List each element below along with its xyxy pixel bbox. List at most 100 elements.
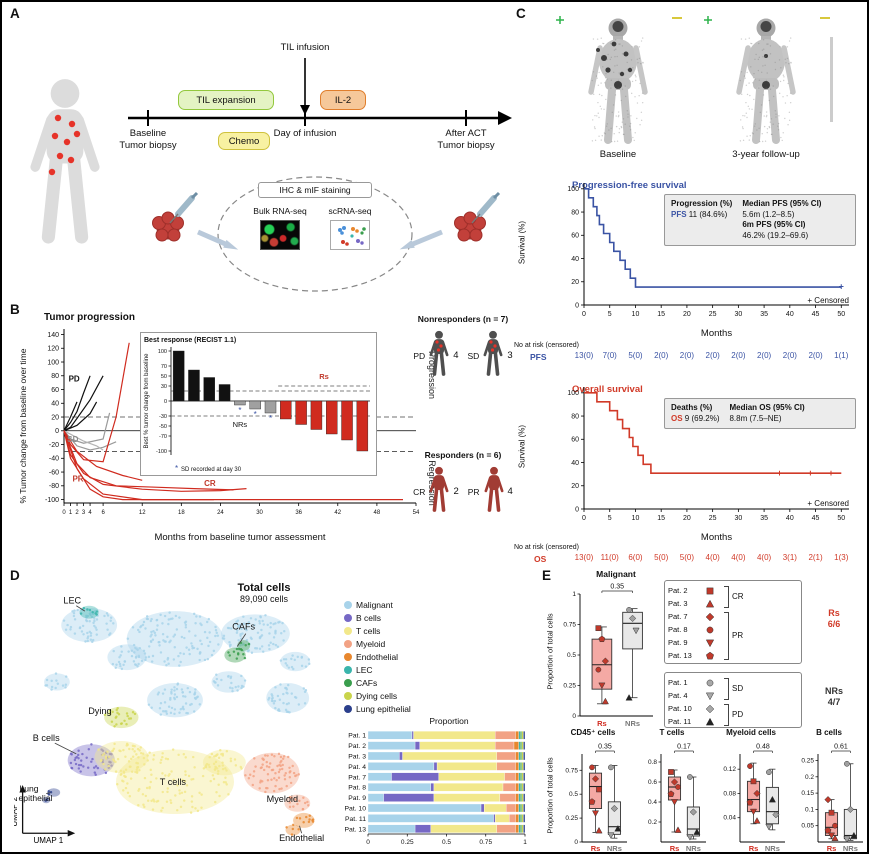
nonresponders-title: Nonresponders (n = 7) [417, 314, 509, 324]
response-group-label: PD [732, 710, 744, 719]
panel-c: C Baseline 3-year follow-up Progression-… [514, 6, 867, 568]
svg-text:0.5: 0.5 [567, 652, 576, 659]
svg-text:Pat. 10: Pat. 10 [344, 806, 366, 813]
panel-a-artwork [30, 58, 512, 292]
svg-text:0.8: 0.8 [648, 759, 657, 766]
svg-text:Pat. 1: Pat. 1 [348, 733, 366, 740]
umap-legend-item: T cells [344, 624, 411, 637]
pfs-row-tag: PFS [671, 209, 687, 219]
til-infusion-label: TIL infusion [280, 42, 330, 53]
svg-text:15: 15 [657, 311, 665, 318]
svg-text:20: 20 [683, 311, 691, 318]
pfs-median-header: Median PFS (95% CI) [742, 199, 822, 208]
cr-label: CR [413, 486, 426, 497]
svg-text:SD recorded at day 30: SD recorded at day 30 [181, 467, 242, 473]
at-risk-count: 2(0) [705, 351, 720, 360]
svg-text:48: 48 [374, 510, 381, 516]
tumor-progression-title: Tumor progression [44, 312, 135, 323]
svg-text:45: 45 [812, 311, 820, 318]
svg-text:0.35: 0.35 [610, 584, 624, 591]
svg-text:-70: -70 [159, 434, 167, 440]
pfs-progression-value: 11 (84.6%) [688, 209, 728, 219]
svg-text:40: 40 [786, 311, 794, 318]
rs-fraction: 6/6 [827, 619, 841, 629]
svg-text:0: 0 [574, 839, 578, 846]
umap-label-dying: Dying [88, 706, 111, 716]
svg-text:12: 12 [139, 510, 146, 516]
legend-color-dot [344, 639, 352, 648]
responder-icons: CR 2 PR 4 [412, 464, 514, 519]
svg-text:0.12: 0.12 [723, 766, 736, 773]
sd-count: 3 [507, 350, 513, 361]
svg-text:30: 30 [256, 510, 263, 516]
after-act-label: After ACT [445, 128, 487, 139]
svg-text:0.75: 0.75 [563, 622, 576, 629]
pet-baseline-caption: Baseline [599, 149, 637, 160]
til-expansion-box: TIL expansion [178, 90, 274, 110]
umap-label-lung-2: epithelial [19, 793, 53, 803]
panel-a-label: A [10, 6, 20, 21]
spider-ylabel: % Tumor change from baseline over time [18, 348, 28, 504]
svg-text:45: 45 [812, 515, 820, 522]
umap-label-bcells: B cells [33, 733, 60, 743]
pfs-row-label: PFS [530, 352, 547, 362]
svg-text:0.4: 0.4 [648, 799, 657, 806]
svg-text:50: 50 [837, 515, 845, 522]
responder-legend-box [664, 580, 802, 664]
svg-text:1: 1 [69, 510, 73, 516]
svg-text:60: 60 [571, 233, 579, 240]
patient-legend-row: Pat. 11 [668, 716, 715, 727]
svg-text:30: 30 [734, 515, 742, 522]
at-risk-count: 7(0) [602, 351, 617, 360]
svg-text:100: 100 [47, 359, 59, 366]
legend-bracket [724, 586, 729, 608]
svg-text:36: 36 [295, 510, 302, 516]
svg-text:CR: CR [204, 479, 216, 488]
svg-text:140: 140 [47, 332, 59, 339]
rs-tag: Rs [828, 608, 840, 618]
svg-text:0.5: 0.5 [442, 839, 451, 846]
legend-color-dot [344, 691, 352, 700]
svg-text:20: 20 [571, 279, 579, 286]
at-risk-count: 3(1) [782, 553, 797, 562]
svg-text:5: 5 [608, 515, 612, 522]
svg-text:0.25: 0.25 [563, 683, 576, 690]
umap-label-lec: LEC [63, 596, 81, 606]
mif-image [260, 220, 300, 250]
at-risk-count: 13(0) [574, 553, 594, 562]
svg-text:SD: SD [67, 435, 78, 444]
pfs-6m-value: 46.2% (19.2–69.6) [742, 230, 809, 240]
legend-color-dot [344, 652, 352, 661]
umap-label-tcells: T cells [160, 777, 187, 787]
os-row-label: OS [534, 554, 547, 564]
scrna-dots [338, 226, 366, 246]
svg-text:0.08: 0.08 [723, 790, 736, 797]
response-group-label: CR [732, 592, 744, 601]
cd45-box-title: CD45⁺ cells [570, 728, 616, 737]
svg-text:80: 80 [51, 373, 59, 380]
panel-c-label: C [516, 6, 526, 21]
patient-legend-row: Pat. 9 [668, 637, 715, 648]
at-risk-count: 2(0) [756, 351, 772, 360]
patient-legend-row: Pat. 13 [668, 650, 715, 661]
umap-label-myeloid: Myeloid [267, 794, 298, 804]
umap-title-block: Total cells 89,090 cells [194, 582, 334, 604]
at-risk-count: 5(0) [679, 553, 695, 562]
svg-text:10: 10 [632, 515, 640, 522]
umap-legend-item: Dying cells [344, 689, 411, 702]
waterfall-plot: Best response (RECIST 1.1)Best % tumor c… [144, 337, 370, 473]
os-median-value: 8.8m (7.5–NE) [729, 413, 782, 423]
svg-text:0: 0 [582, 311, 586, 318]
nonresponder-legend-box [664, 672, 802, 728]
baseline-biopsy-label: Tumor biopsy [119, 140, 177, 151]
svg-text:Best % tumor change from basel: Best % tumor change from baseline [144, 353, 150, 449]
nrs-fraction: 4/7 [827, 697, 841, 707]
os-row-tag: OS [671, 413, 683, 423]
svg-text:-20: -20 [49, 442, 59, 449]
panel-d: D LEC CAFs Dying B cells Lung epithelial… [8, 568, 536, 852]
